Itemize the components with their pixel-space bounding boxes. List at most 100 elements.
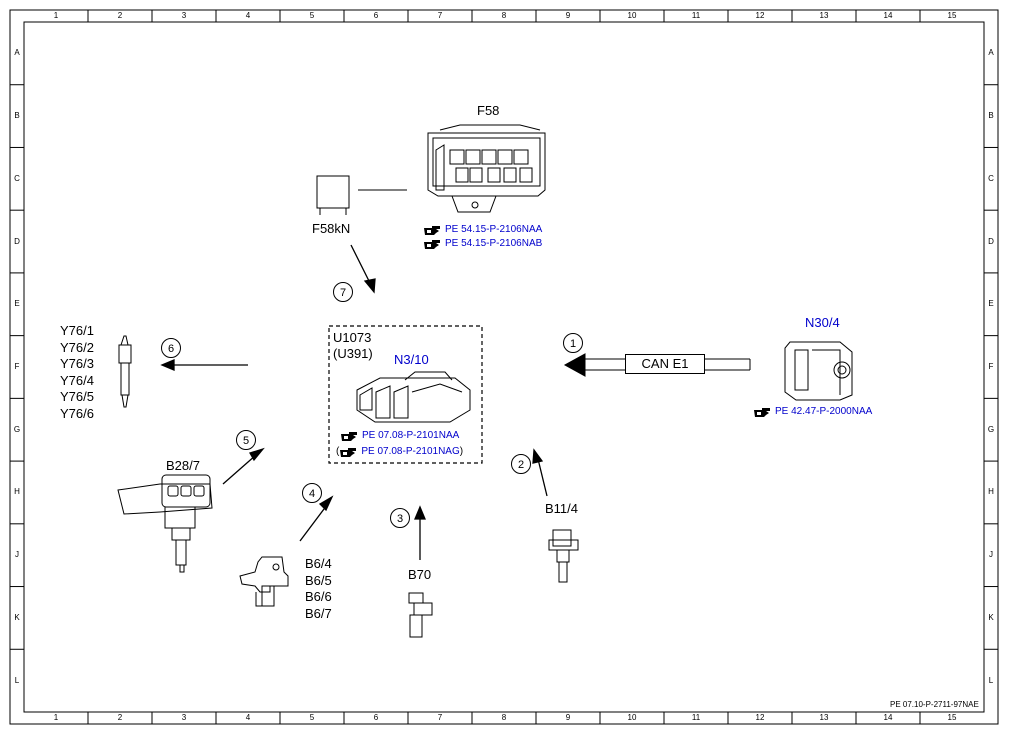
grid-column-label: 8 xyxy=(501,713,507,722)
glow-plug-label: Y76/3 xyxy=(60,356,94,371)
grid-column-label: 11 xyxy=(691,713,701,722)
f58-label: F58 xyxy=(477,103,500,118)
ecu-ref-2-close: ) xyxy=(459,446,464,457)
grid-column-label: 7 xyxy=(437,11,443,20)
grid-row-label: B xyxy=(988,111,994,121)
grid-row-label: B xyxy=(14,111,20,121)
grid-row-label: A xyxy=(988,48,994,58)
grid-column-label: 6 xyxy=(373,713,379,722)
n30-4-ref-text[interactable]: PE 42.47-P-2000NAA xyxy=(775,406,873,417)
grid-row-label: F xyxy=(988,362,994,371)
f58-module-drawing xyxy=(427,124,546,213)
grid-row-label: D xyxy=(988,236,994,246)
callout-4: 4 xyxy=(302,483,322,503)
grid-column-label: 2 xyxy=(117,713,123,722)
b6-label: B6/4 xyxy=(305,556,332,571)
grid-row-label: E xyxy=(988,299,994,309)
grid-column-label: 14 xyxy=(883,11,893,20)
n30-4-ref[interactable]: PE 42.47-P-2000NAA xyxy=(753,406,872,418)
inner-border xyxy=(23,21,985,713)
hand-pointer-icon xyxy=(423,225,441,236)
u1073-label: U1073 xyxy=(333,330,372,345)
glow-plug-label: Y76/2 xyxy=(60,339,94,355)
glow-plug-labels: Y76/1 Y76/2 Y76/3 Y76/4 Y76/5 Y76/6 xyxy=(60,323,94,422)
grid-column-label: 1 xyxy=(53,713,59,722)
ecu-ref-2-text[interactable]: PE 07.08-P-2101NAG xyxy=(361,446,460,457)
grid-column-label: 2 xyxy=(117,11,123,20)
callout-2: 2 xyxy=(511,454,531,474)
grid-column-label: 5 xyxy=(309,713,315,722)
outer-border xyxy=(9,9,999,725)
grid-row-label: D xyxy=(14,236,20,246)
grid-row-label: G xyxy=(987,424,995,434)
grid-column-label: 15 xyxy=(947,713,957,722)
grid-row-label: H xyxy=(14,487,20,497)
hand-pointer-icon xyxy=(340,431,358,442)
grid-column-label: 12 xyxy=(755,713,765,722)
glow-plug-label: Y76/1 xyxy=(60,323,94,338)
grid-column-label: 5 xyxy=(309,11,315,20)
b70-label: B70 xyxy=(408,567,432,582)
b28-7-drawing xyxy=(117,474,213,573)
ecu-dashed-box xyxy=(328,325,483,464)
grid-column-label: 13 xyxy=(819,713,829,722)
b11-4-drawing xyxy=(548,529,579,583)
callout-7: 7 xyxy=(333,282,353,302)
b11-4-label: B11/4 xyxy=(545,501,579,516)
n30-4-label: N30/4 xyxy=(805,315,840,330)
f58-ref-1-text[interactable]: PE 54.15-P-2106NAA xyxy=(445,224,543,235)
grid-column-label: 10 xyxy=(627,713,637,722)
hand-pointer-icon xyxy=(339,447,357,458)
n30-4-drawing xyxy=(784,341,853,401)
grid-column-label: 10 xyxy=(627,11,637,20)
f58-ref-1[interactable]: PE 54.15-P-2106NAA xyxy=(423,224,542,236)
ecu-ref-2[interactable]: ( PE 07.08-P-2101NAG ) xyxy=(336,446,463,458)
grid-column-label: 13 xyxy=(819,11,829,20)
ecu-ref-1-text[interactable]: PE 07.08-P-2101NAA xyxy=(362,430,460,441)
b6-labels: B6/4 B6/5 B6/6 B6/7 xyxy=(305,556,332,622)
f58-ref-2[interactable]: PE 54.15-P-2106NAB xyxy=(423,238,542,250)
glow-plug-drawing xyxy=(118,335,132,408)
hand-pointer-icon xyxy=(423,239,441,250)
glow-plug-label: Y76/6 xyxy=(60,405,94,421)
grid-column-label: 15 xyxy=(947,11,957,20)
f58kn-label: F58kN xyxy=(312,221,351,236)
b28-7-label: B28/7 xyxy=(166,458,200,473)
grid-row-label: A xyxy=(14,48,20,58)
ecu-drawing xyxy=(356,371,471,423)
grid-ticks xyxy=(10,10,998,724)
n3-10-label: N3/10 xyxy=(394,352,429,367)
u391-label: (U391) xyxy=(333,346,373,361)
grid-row-label: J xyxy=(15,550,19,560)
b6-label: B6/5 xyxy=(305,572,332,588)
grid-row-label: F xyxy=(14,362,20,371)
grid-column-label: 9 xyxy=(565,713,571,722)
callout-arrows xyxy=(160,244,548,560)
callout-1: 1 xyxy=(563,333,583,353)
grid-row-label: K xyxy=(14,612,20,622)
glow-plug-label: Y76/5 xyxy=(60,389,94,404)
f58-ref-2-text[interactable]: PE 54.15-P-2106NAB xyxy=(445,238,543,249)
b6-label: B6/7 xyxy=(305,605,332,621)
grid-column-label: 1 xyxy=(53,11,59,20)
grid-row-label: L xyxy=(14,675,20,685)
document-id: PE 07.10-P-2711-97NAE xyxy=(890,700,979,709)
b6-sensor-drawing xyxy=(239,556,289,607)
grid-column-label: 3 xyxy=(181,713,187,722)
callout-5: 5 xyxy=(236,430,256,450)
hand-pointer-icon xyxy=(753,407,771,418)
grid-column-label: 7 xyxy=(437,713,443,722)
grid-row-label: K xyxy=(988,612,994,622)
glow-plug-label: Y76/4 xyxy=(60,372,94,388)
grid-column-label: 9 xyxy=(565,11,571,20)
ecu-ref-1[interactable]: PE 07.08-P-2101NAA xyxy=(340,430,459,442)
grid-column-label: 12 xyxy=(755,11,765,20)
grid-row-label: L xyxy=(988,675,994,685)
grid-row-label: C xyxy=(988,173,994,183)
b6-label: B6/6 xyxy=(305,589,332,604)
grid-column-label: 14 xyxy=(883,713,893,722)
grid-row-label: C xyxy=(14,173,20,183)
can-e1-arrow xyxy=(563,353,751,377)
f58kn-relay-drawing xyxy=(316,175,407,215)
